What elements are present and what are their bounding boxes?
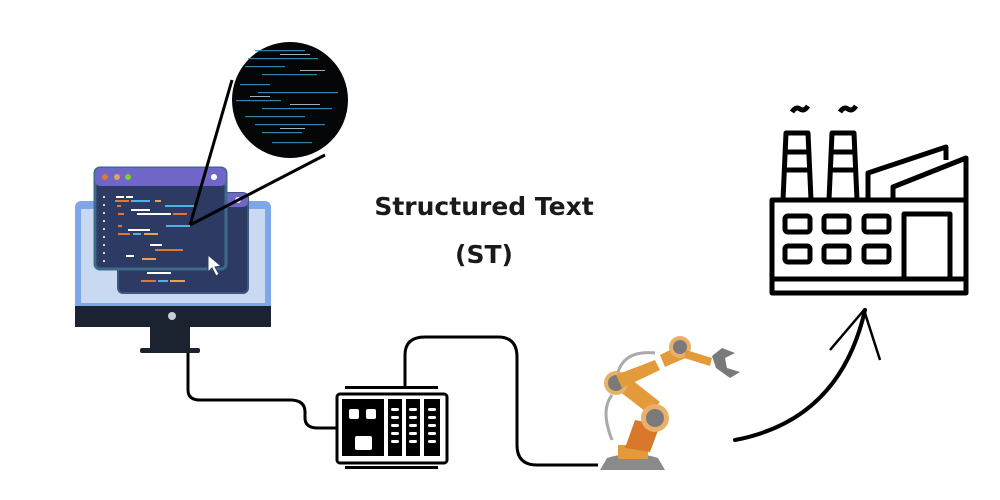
robot-arm-icon <box>600 336 740 470</box>
diagram-title: Structured Text <box>374 192 594 221</box>
arrow-icon <box>733 307 882 442</box>
mouse-cursor-icon <box>207 253 223 277</box>
magnifier-icon <box>188 42 348 227</box>
plc-controller-icon <box>335 386 449 469</box>
cable-monitor-to-plc <box>186 340 336 430</box>
factory-icon <box>769 104 969 296</box>
cable-plc-to-robot <box>403 335 598 467</box>
diagram-subtitle: (ST) <box>455 240 513 269</box>
code-window-icon <box>93 166 228 271</box>
